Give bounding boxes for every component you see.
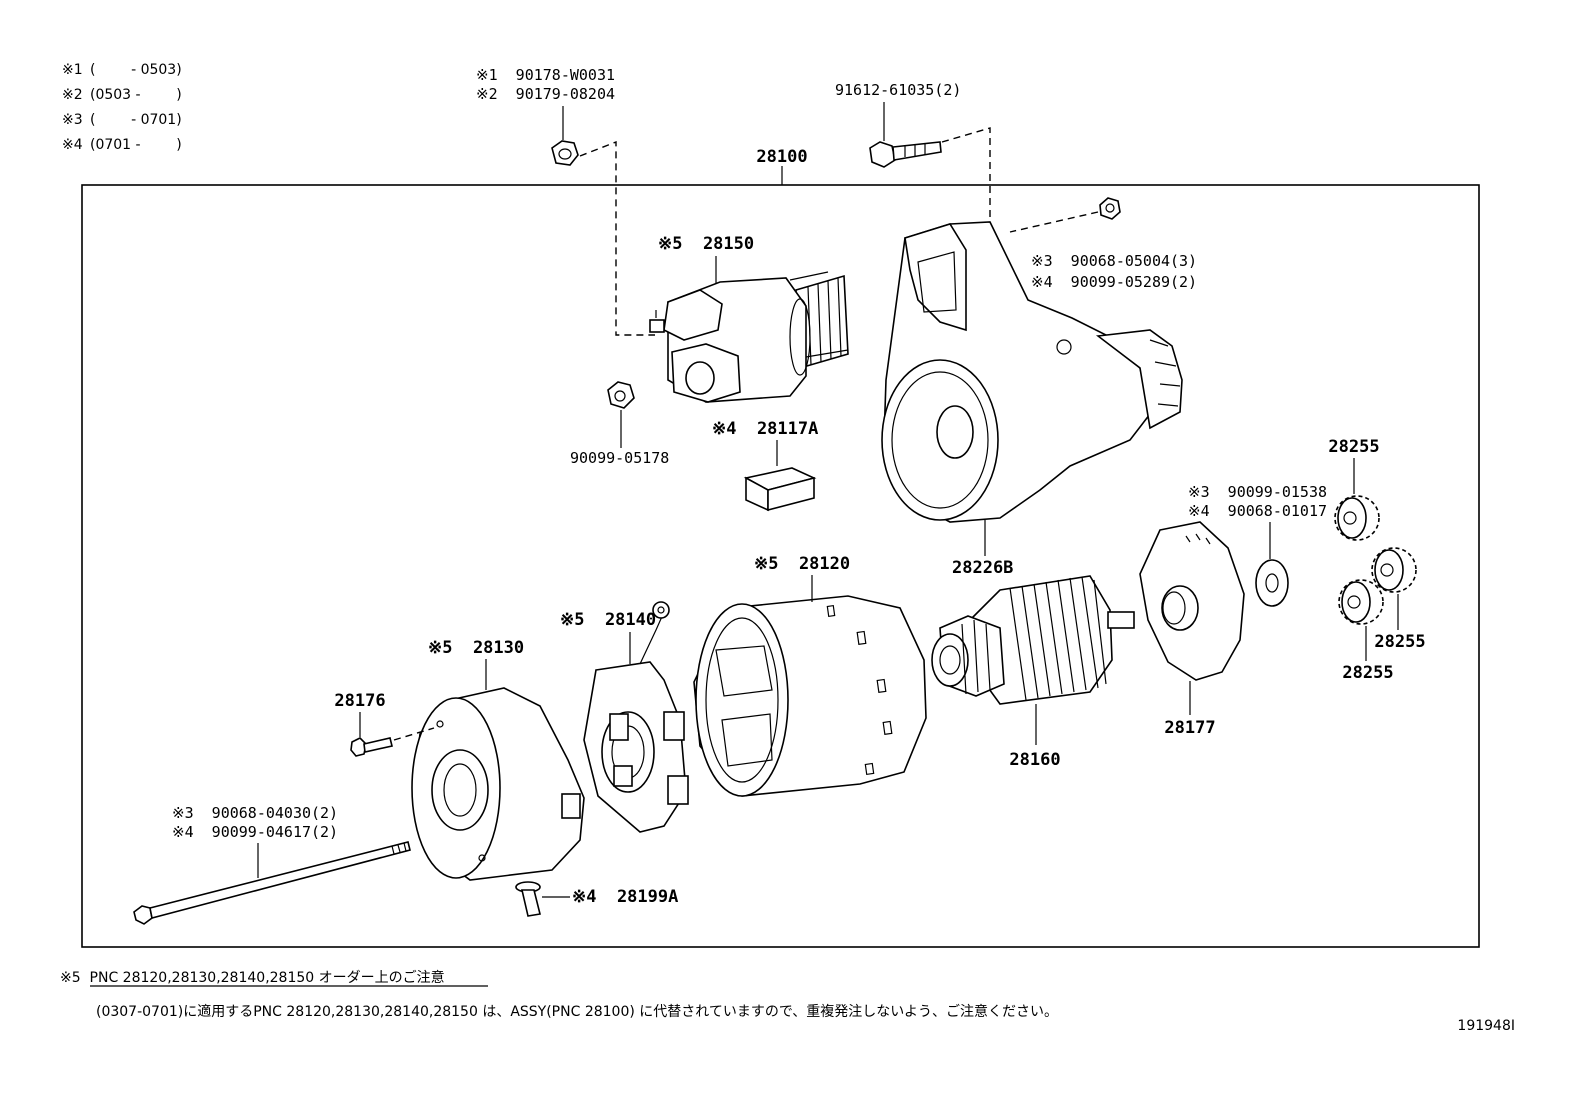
gear-28255-top[interactable] [1334, 495, 1380, 541]
gear-28255-mid[interactable] [1371, 547, 1417, 593]
plate-28177[interactable] [1139, 521, 1245, 681]
gear-28255-low[interactable] [1338, 579, 1384, 625]
callout-long-bolt-1[interactable]: ※3 90068-04030(2) [172, 804, 338, 822]
legend-range-2: (0503 - ) [90, 87, 182, 103]
callout-washer-2[interactable]: ※4 90068-01017 [1188, 502, 1327, 520]
screw-28176[interactable] [350, 737, 393, 757]
legend-mark-3: ※3 [62, 112, 83, 128]
callout-28199a[interactable]: ※4 28199A [572, 887, 678, 907]
dash-screw-28176 [393, 727, 435, 741]
nut-solenoid[interactable] [607, 381, 635, 409]
callout-long-bolt-2[interactable]: ※4 90099-04617(2) [172, 823, 338, 841]
armature-28160[interactable] [931, 575, 1135, 705]
callout-housing[interactable]: 28226B [952, 558, 1013, 578]
callout-nut-right-2[interactable]: ※4 90099-05289(2) [1031, 273, 1197, 291]
footer-note-body: (0307-0701)に適用するPNC 28120,28130,28140,28… [96, 1003, 1058, 1020]
long-bolt[interactable] [133, 841, 411, 925]
callout-nut-solenoid[interactable]: 90099-05178 [570, 449, 669, 467]
figure-id: 191948I [1457, 1018, 1515, 1034]
footer-note-title: ※5 PNC 28120,28130,28140,28150 オーダー上のご注意 [60, 969, 445, 986]
callout-nut-top-1[interactable]: ※1 90178-W0031 [476, 66, 615, 84]
solenoid-28150[interactable] [649, 271, 849, 403]
callout-brush-holder[interactable]: ※5 28140 [560, 610, 656, 630]
legend-range-3: ( - 0701) [90, 112, 182, 128]
legend-mark-2: ※2 [62, 87, 83, 103]
legend-mark-4: ※4 [62, 137, 83, 153]
callout-yoke[interactable]: ※5 28120 [754, 554, 850, 574]
callout-gear-mid[interactable]: 28255 [1374, 632, 1425, 652]
washer[interactable] [1255, 559, 1289, 607]
callout-gear-top[interactable]: 28255 [1328, 437, 1379, 457]
callout-solenoid[interactable]: ※5 28150 [658, 234, 754, 254]
callout-nut-top-2[interactable]: ※2 90179-08204 [476, 85, 615, 103]
legend-range-4: (0701 - ) [90, 137, 182, 153]
callout-armature[interactable]: 28160 [1009, 750, 1060, 770]
callout-gear-low[interactable]: 28255 [1342, 663, 1393, 683]
callout-28117a[interactable]: ※4 28117A [712, 419, 818, 439]
end-frame-28130[interactable] [411, 687, 585, 881]
legend-mark-1: ※1 [62, 62, 83, 78]
callout-plate-28177[interactable]: 28177 [1164, 718, 1215, 738]
dash-nut-to-solenoid [579, 140, 655, 336]
dash-bolt-to-housing [941, 127, 991, 370]
callout-end-frame[interactable]: ※5 28130 [428, 638, 524, 658]
yoke-28120[interactable] [693, 595, 927, 797]
legend-range-1: ( - 0503) [90, 62, 182, 78]
callout-screw-28176[interactable]: 28176 [334, 691, 385, 711]
dash-right-nut [1009, 211, 1099, 233]
legend: ※1 ( - 0503) ※2 (0503 - ) ※3 ( - 0701) ※… [62, 62, 182, 153]
callout-nut-right-1[interactable]: ※3 90068-05004(3) [1031, 252, 1197, 270]
part-28199a[interactable] [515, 881, 541, 917]
assembly-number-label[interactable]: 28100 [756, 147, 807, 167]
part-28117a[interactable] [743, 467, 817, 512]
callout-bolt-top[interactable]: 91612-61035(2) [835, 81, 961, 99]
nut-right[interactable] [1099, 197, 1121, 220]
nut-top[interactable] [551, 140, 579, 166]
housing-28226b[interactable] [881, 221, 1183, 523]
bolt-top[interactable] [869, 141, 942, 168]
brush-holder-28140[interactable] [583, 601, 689, 833]
assembly-frame [81, 184, 1480, 948]
callout-washer-1[interactable]: ※3 90099-01538 [1188, 483, 1327, 501]
